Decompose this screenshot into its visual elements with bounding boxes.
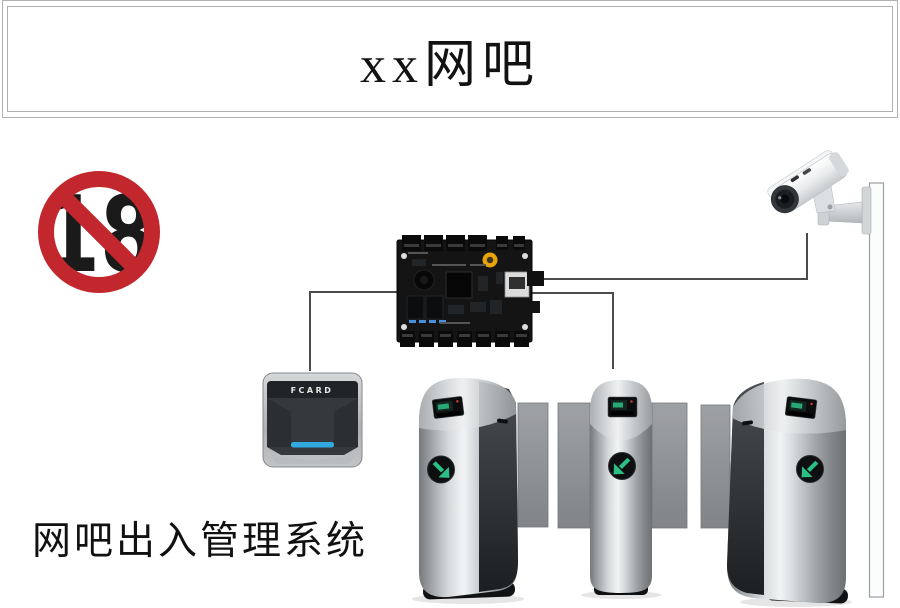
reader-brand-label: FCARD xyxy=(291,386,334,395)
glass-barrier-wing xyxy=(557,402,591,529)
controller-silkscreen xyxy=(408,252,486,324)
glass-barrier-wing xyxy=(700,404,731,529)
wire-controller-to-reader xyxy=(309,291,397,371)
access-controller-board xyxy=(396,235,544,347)
reader-left-facet xyxy=(267,398,291,447)
controller-terminals-bottom xyxy=(400,331,529,347)
counter-display xyxy=(431,396,465,419)
controller-cpu-chip xyxy=(445,271,473,299)
arrow-down-left-icon xyxy=(613,457,631,475)
reader-right-facet xyxy=(334,398,358,447)
reader-led-strip xyxy=(291,442,334,448)
title-banner-inner-frame: xx网吧 xyxy=(7,6,893,112)
controller-blue-marks xyxy=(409,320,446,323)
no-under-18-sign: 18 xyxy=(38,171,160,297)
system-caption: 网吧出入管理系统 xyxy=(32,520,369,563)
counter-display xyxy=(784,396,818,419)
arrow-down-left-icon xyxy=(801,460,819,478)
controller-buzzer-core xyxy=(486,256,494,264)
glass-barrier-wing xyxy=(651,402,688,529)
controller-screw-holes xyxy=(401,253,528,330)
reader-bottom-lip xyxy=(272,455,353,465)
turnstile-slot xyxy=(497,418,508,424)
camera-body-group xyxy=(767,150,849,214)
controller-ethernet-slot xyxy=(509,277,525,289)
page-title: xx网吧 xyxy=(359,36,540,94)
camera-rear-cap xyxy=(829,152,849,177)
camera-pole xyxy=(868,182,885,598)
turnstile-slot xyxy=(742,420,753,426)
controller-side-connector xyxy=(527,301,540,313)
controller-small-chips xyxy=(412,259,503,314)
turnstile-left xyxy=(419,378,518,600)
wire-controller-to-turnstile xyxy=(531,292,614,369)
camera-vent-slot xyxy=(802,168,811,175)
camera-bracket-screw xyxy=(827,204,833,210)
cctv-camera-icon xyxy=(767,150,872,235)
reader-top-band xyxy=(267,381,358,398)
turnstile-middle xyxy=(590,380,652,595)
camera-mount-plate xyxy=(861,186,872,235)
prohibition-slash-icon xyxy=(55,188,143,276)
wire-controller-to-camera xyxy=(533,233,808,280)
turnstile-side-panel xyxy=(727,382,764,595)
fcard-reader: FCARD xyxy=(262,372,363,468)
controller-side-connector xyxy=(527,271,544,286)
controller-relay xyxy=(425,295,444,320)
controller-relay xyxy=(406,295,425,320)
turnstile-right xyxy=(727,378,848,604)
controller-terminals-top xyxy=(402,235,525,251)
camera-lens-glint xyxy=(778,196,782,200)
title-banner: xx网吧 xyxy=(2,0,898,118)
arrow-down-right-icon xyxy=(432,461,450,478)
camera-vent-slot xyxy=(790,175,799,183)
wiring xyxy=(309,233,808,371)
counter-display xyxy=(607,396,638,418)
controller-capacitor-core xyxy=(420,276,428,284)
prohibition-ring-icon xyxy=(38,171,160,293)
turnstile-lane xyxy=(412,378,852,607)
camera-lens-core xyxy=(780,194,790,204)
turnstile-side-panel xyxy=(479,381,518,592)
glass-barrier-wing xyxy=(517,402,549,528)
